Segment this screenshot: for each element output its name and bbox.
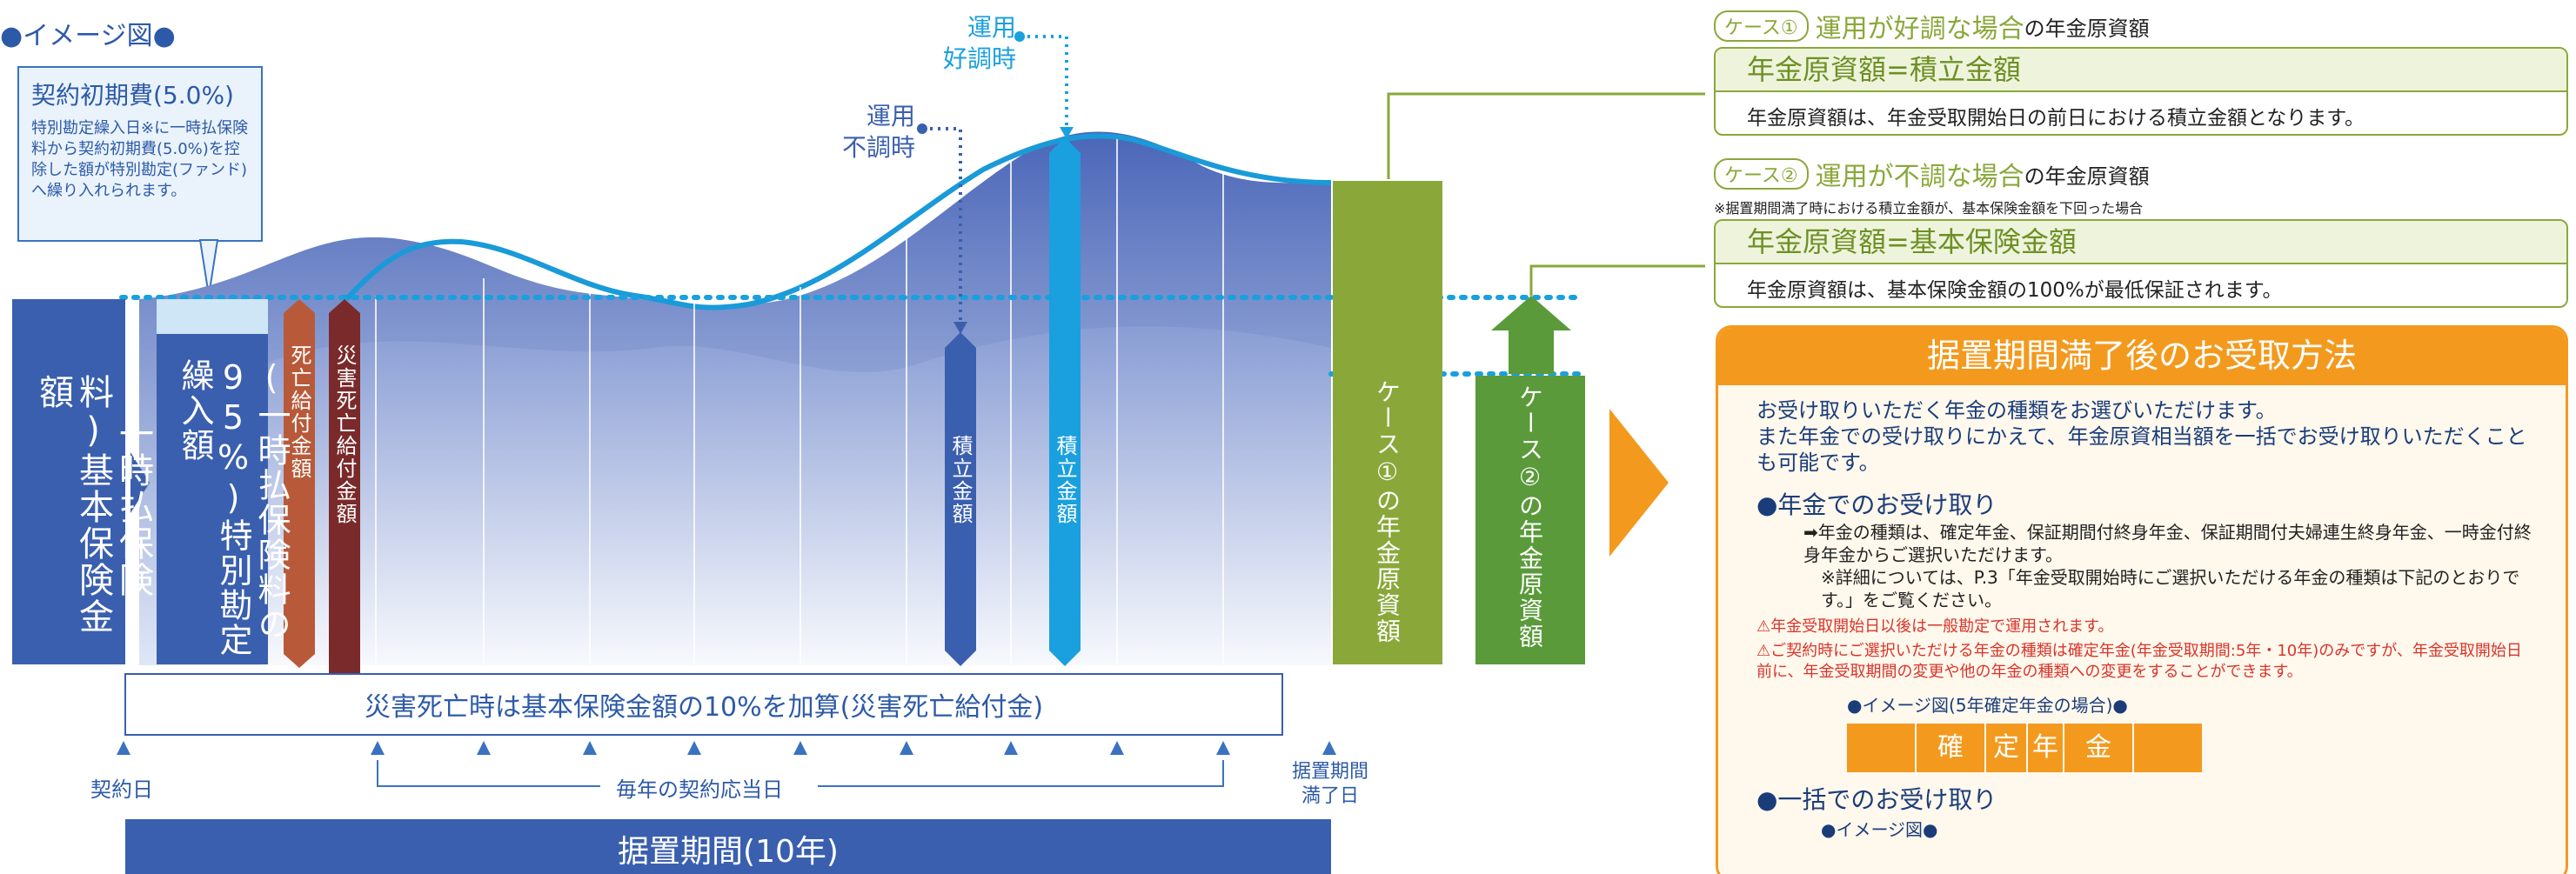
accum-good-label: 積立金額: [1053, 435, 1077, 525]
fixed-annuity-block-empty: [1847, 724, 1915, 772]
year-gridlines: [375, 139, 1224, 665]
period-label: 据置期間(10年): [618, 834, 839, 870]
case2-note: ※据置期間満了時における積立金額が、基本保険金額を下回った場合: [1714, 200, 2144, 217]
fixed-annuity-block-empty: [2134, 724, 2202, 772]
case1-tag: ケース①: [1714, 10, 1809, 42]
fixed-annuity-block: 定: [1986, 724, 2026, 772]
fixed-annuity-block: 確: [1917, 724, 1984, 772]
case1-suffix: の年金原資額: [2024, 16, 2150, 41]
callout-pointer: [198, 239, 219, 297]
diagram-graphic: [12, 31, 1705, 874]
period-bar-shape: [125, 819, 1331, 874]
receipt-panel: 据置期間満了後のお受取方法 お受け取りいただく年金の種類をお選びいただけます。 …: [1716, 325, 2568, 874]
case2-bar-shape: [1475, 376, 1585, 664]
fixed-annuity-block: 年: [2028, 724, 2063, 772]
lump-sum-heading: ●一括でのお受け取り: [1756, 785, 1997, 814]
case1-bar-shape: [1333, 181, 1442, 664]
receipt-intro1: お受け取りいただく年金の種類をお選びいただけます。: [1756, 398, 2277, 423]
case1-desc: 年金原資額は、年金受取開始日の前日における積立金額となります。: [1747, 107, 2365, 130]
disaster-bar-shape: [329, 299, 360, 731]
annuity-text2: ※詳細については、P.3「年金受取開始時にご選択いただける年金の種類は下記のとお…: [1821, 567, 2520, 610]
disaster-note-box: [124, 673, 1283, 736]
lump-sum-image-label: ●イメージ図●: [1821, 819, 1938, 840]
fixed-annuity-image-label: ●イメージ図(5年確定年金の場合)●: [1847, 695, 2128, 716]
green-up-arrow: [1491, 296, 1571, 374]
performance-area-light: [261, 326, 1331, 665]
basic-bar-shape: [12, 299, 125, 664]
timeline-markers: [117, 741, 1336, 755]
case2-heading: ケース② 運用が不調な場合 の年金原資額: [1714, 157, 2150, 192]
end-day-label: 据置期間 満了日: [1291, 761, 1368, 807]
annuity-text1: ➡年金の種類は、確定年金、保証期間付終身年金、保証期間付夫婦連生終身年金、一時金…: [1803, 522, 2532, 565]
performance-curve: [344, 133, 1332, 310]
annuity-heading: ●年金でのお受け取り: [1756, 490, 1997, 519]
fixed-annuity-block: 金: [2064, 724, 2132, 772]
bad-performance-label: 運用 不調時: [841, 102, 915, 162]
case1-formula: 年金原資額=積立金額: [1716, 49, 2566, 92]
disaster-note-text: 災害死亡時は基本保険金額の10%を加算(災害死亡給付金): [364, 692, 1044, 723]
case1-heading: ケース① 運用が好調な場合 の年金原資額: [1714, 9, 2150, 44]
basic-bar-label: (一時払保険料)基本保険金額: [33, 374, 153, 635]
case2-title: 運用が不調な場合: [1815, 162, 2024, 192]
case2-suffix: の年金原資額: [2024, 163, 2150, 189]
case1-connector: [1387, 92, 1705, 179]
disaster-bar-label: 災害死亡給付金額: [332, 344, 357, 525]
warning-annuity-type: ⚠ご契約時にご選択いただける年金の種類は確定年金(年金受取期間:5年・10年)の…: [1756, 642, 2522, 681]
special-bar-label: (一時払保険料の95%)特別勘定繰入額: [176, 358, 291, 657]
case1-title: 運用が好調な場合: [1815, 14, 2024, 44]
fee-callout: 契約初期費(5.0%) 特別勘定繰入日※に一時払保険料から契約初期費(5.0%)…: [17, 66, 263, 242]
case1-bar-label: ケース①の年金原資額: [1373, 379, 1402, 644]
anniversary-label: 毎年の契約応当日: [616, 777, 783, 802]
case2-bar-label: ケース②の年金原資額: [1515, 384, 1544, 650]
case2-connector: [1529, 264, 1705, 296]
anniversary-bracket-left: [377, 760, 600, 787]
case2-desc: 年金原資額は、基本保険金額の100%が最低保証されます。: [1747, 279, 2283, 302]
death-bar-shape: [284, 299, 315, 668]
receipt-body: お受け取りいただく年金の種類をお選びいただけます。 また年金での受け取りにかえて…: [1718, 385, 2566, 874]
fee-portion: [157, 299, 268, 334]
receipt-intro2: また年金での受け取りにかえて、年金原資相当額を一括でお受け取りいただくことも可能…: [1756, 424, 2527, 475]
case1-box: 年金原資額=積立金額 年金原資額は、年金受取開始日の前日における積立金額となりま…: [1714, 47, 2568, 136]
good-callout-line: [1020, 35, 1068, 130]
warning-general-account: ⚠年金受取開始日以後は一般勘定で運用されます。: [1756, 617, 2114, 636]
fee-callout-body: 特別勘定繰入日※に一時払保険料から契約初期費(5.0%)を控除した額が特別勘定(…: [31, 119, 249, 200]
accum-bad-label: 積立金額: [948, 435, 973, 525]
arrow-right-small: [130, 452, 150, 513]
good-performance-label: 運用 好調時: [942, 13, 1016, 73]
death-bar-label: 死亡給付金額: [287, 344, 311, 480]
fixed-annuity-image: 確 定 年 金: [1847, 724, 2536, 772]
diagram-title: ●イメージ図●: [0, 21, 176, 51]
case2-formula: 年金原資額=基本保険金額: [1716, 221, 2566, 264]
anniversary-bracket-right: [818, 760, 1224, 787]
big-orange-arrow: [1609, 409, 1669, 557]
case2-box: 年金原資額=基本保険金額 年金原資額は、基本保険金額の100%が最低保証されます…: [1714, 219, 2568, 308]
case2-tag: ケース②: [1714, 158, 1809, 190]
accum-good-shape: [1049, 137, 1081, 666]
special-bar-shape: [157, 299, 268, 664]
accum-bad-shape: [945, 332, 976, 666]
receipt-header: 据置期間満了後のお受取方法: [1718, 328, 2566, 385]
contract-day-label: 契約日: [90, 777, 153, 802]
fee-callout-title: 契約初期費(5.0%): [31, 81, 234, 110]
